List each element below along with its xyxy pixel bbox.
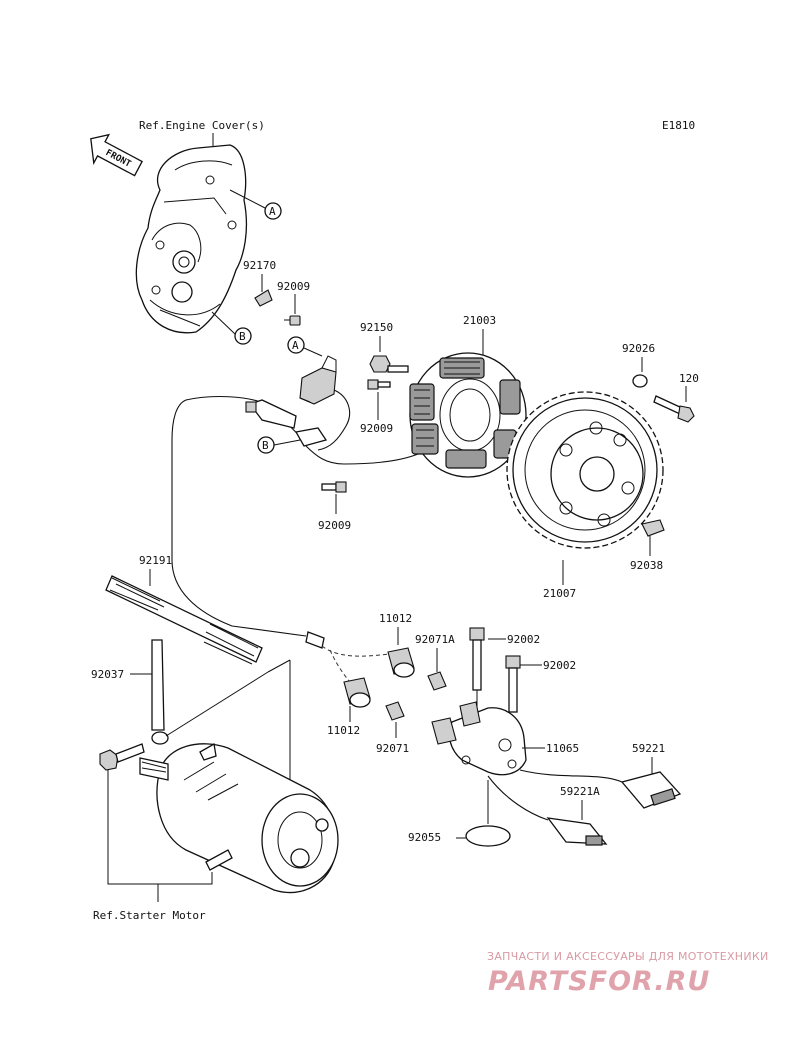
- callout-b-wire-label: B: [262, 439, 269, 452]
- part-92150-bolt: [369, 355, 409, 373]
- grommet-11012-top: [387, 647, 415, 678]
- starter-bolt-top: [99, 743, 145, 771]
- engine-cover-reference: Ref.Engine Cover(s): [139, 119, 265, 132]
- part-11012-top-label: 11012: [379, 612, 412, 625]
- watermark-tagline: ЗАПЧАСТИ И АКСЕССУАРЫ ДЛЯ МОТОТЕХНИКИ: [487, 950, 769, 963]
- callout-b-cover: [234, 327, 252, 345]
- washer-92026: [632, 374, 648, 388]
- part-92170-clip: [254, 289, 273, 307]
- part-11065-label: 11065: [546, 742, 579, 755]
- starter-motor-reference: Ref.Starter Motor: [93, 909, 206, 922]
- part-21007-label: 21007: [543, 587, 576, 600]
- grommet-92071A: [427, 671, 447, 691]
- grommet-92071: [385, 701, 405, 721]
- callout-b-label: B: [239, 330, 246, 343]
- part-92026-label: 92026: [622, 342, 655, 355]
- wire-connector: [245, 399, 328, 447]
- stud-92191: [105, 575, 263, 665]
- part-59221A-label: 59221A: [560, 785, 600, 798]
- starter-motor: [139, 742, 339, 894]
- part-11012-low-label: 11012: [327, 724, 360, 737]
- connector-59221: [620, 771, 682, 809]
- part-59221-label: 59221: [632, 742, 665, 755]
- diagram-code: E1810: [662, 119, 695, 132]
- callout-a-coil: [287, 336, 305, 354]
- oring-92055: [465, 825, 511, 847]
- part-92009-mid-label: 92009: [360, 422, 393, 435]
- part-92002-low-label: 92002: [543, 659, 576, 672]
- housing-11065: [431, 701, 527, 776]
- part-92170-label: 92170: [243, 259, 276, 272]
- part-92009-top-label: 92009: [277, 280, 310, 293]
- callout-a-cover: [264, 202, 282, 220]
- pickup-coil: [299, 355, 351, 451]
- part-92009-low-label: 92009: [318, 519, 351, 532]
- part-120-label: 120: [679, 372, 699, 385]
- bolt-92002-low: [505, 655, 521, 713]
- part-92071-label: 92071: [376, 742, 409, 755]
- part-92002-top-label: 92002: [507, 633, 540, 646]
- strap-92037: [151, 639, 169, 745]
- rotor-21007: [506, 391, 664, 549]
- bolt-120: [653, 395, 695, 423]
- key-92038: [641, 519, 665, 537]
- part-21003-label: 21003: [463, 314, 496, 327]
- callout-a-label: A: [269, 205, 276, 218]
- grommet-11012-low: [343, 677, 371, 708]
- part-92191-label: 92191: [139, 554, 172, 567]
- part-92009-top-bolt: [284, 315, 301, 326]
- stator-21003: [409, 352, 527, 478]
- callout-a-coil-label: A: [292, 339, 299, 352]
- starter-bolt-low: [205, 849, 233, 871]
- part-92009-low-bolt: [321, 481, 347, 493]
- part-92150-label: 92150: [360, 321, 393, 334]
- part-92055-label: 92055: [408, 831, 441, 844]
- part-92038-label: 92038: [630, 559, 663, 572]
- part-92071A-label: 92071A: [415, 633, 455, 646]
- connector-pin: [305, 631, 325, 649]
- bolt-92002-top: [469, 627, 485, 691]
- part-92037-label: 92037: [91, 668, 124, 681]
- engine-cover: [135, 144, 248, 334]
- part-92009-mid-bolt: [367, 379, 391, 390]
- front-arrow-icon: FRONT: [90, 133, 144, 177]
- watermark-brand: PARTSFOR.RU: [488, 966, 710, 997]
- connector-59221A: [546, 817, 608, 846]
